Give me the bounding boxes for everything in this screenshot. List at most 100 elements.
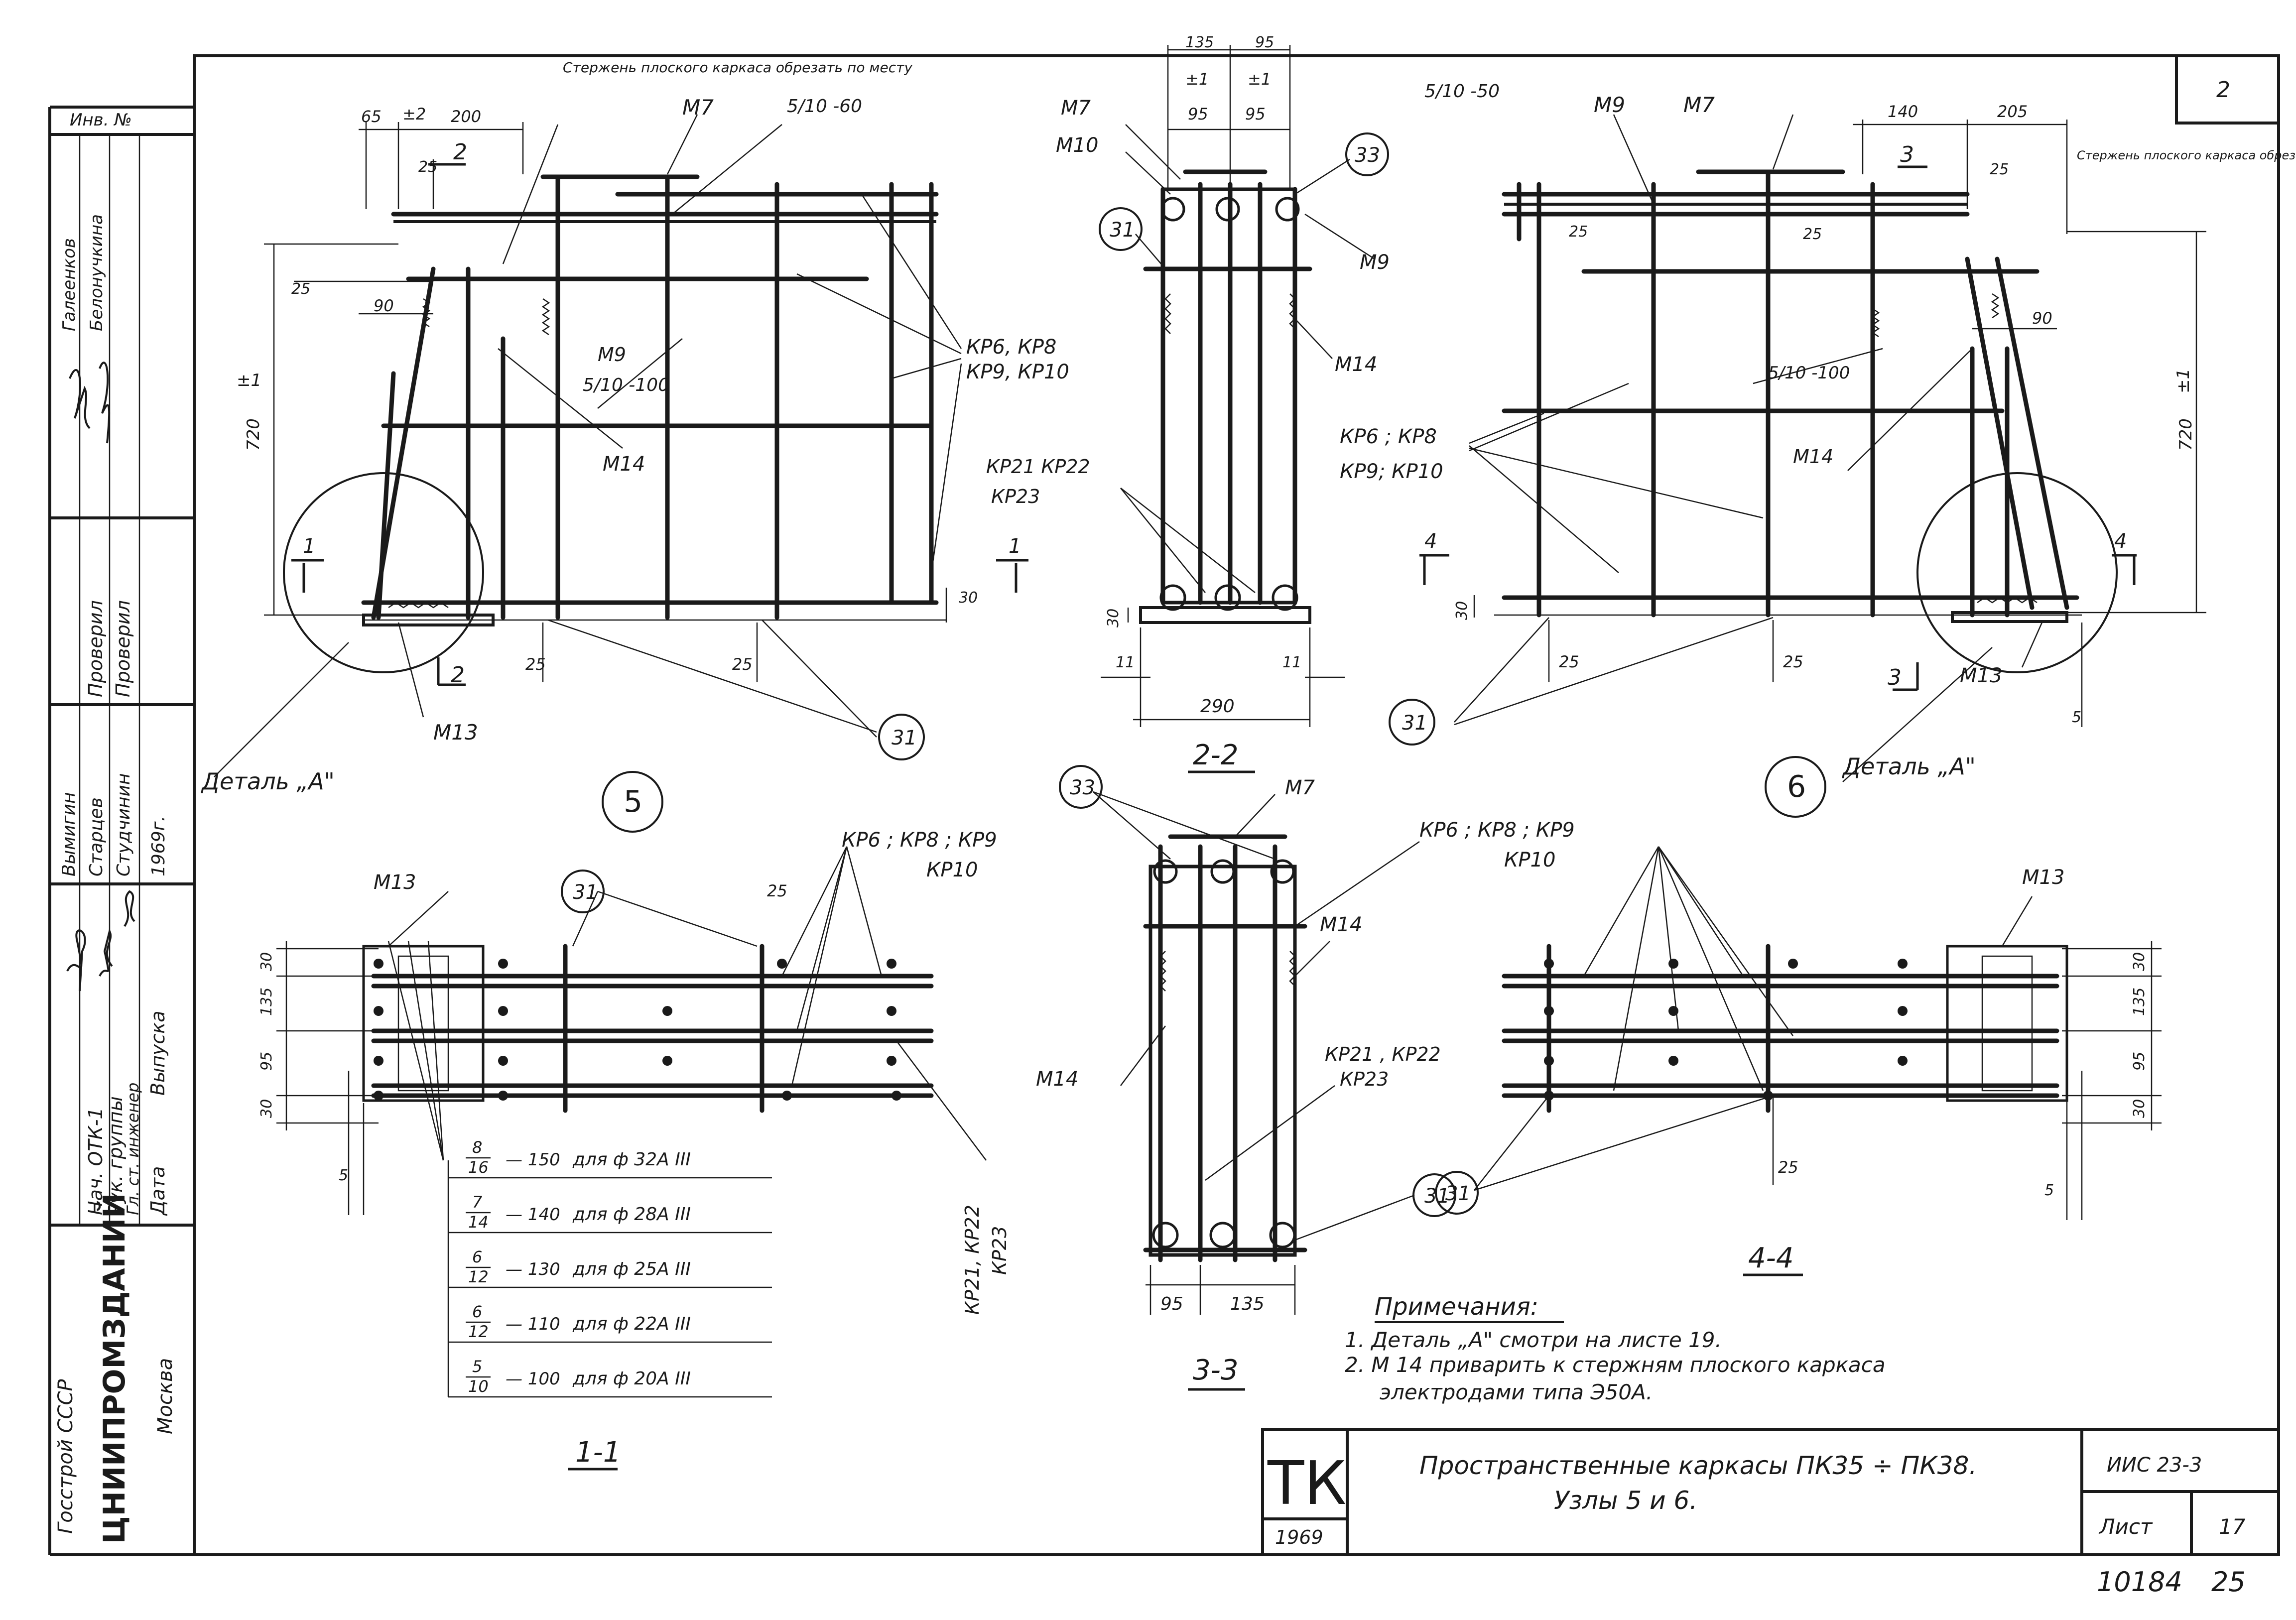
node6-sec3-top: 3 bbox=[1900, 142, 1914, 167]
node6-m7: М7 bbox=[1683, 93, 1715, 117]
node5-pm: ±1 bbox=[237, 371, 261, 390]
sec22-d290: 290 bbox=[1200, 696, 1235, 717]
node5-weld2: 5/10 -100 bbox=[583, 375, 669, 395]
stamp-name-2: Старцев bbox=[86, 797, 107, 876]
note-3: электродами типа Э50А. bbox=[1380, 1380, 1653, 1404]
sec33-label: 3-3 bbox=[1193, 1354, 1238, 1386]
sec22-m7: М7 bbox=[1061, 97, 1091, 120]
notes: Примечания: 1. Деталь „А" смотри на лист… bbox=[1345, 1293, 1886, 1404]
sec22-d95a: 95 bbox=[1255, 34, 1274, 51]
sec11-kr-d: КР23 bbox=[989, 1226, 1011, 1275]
weld-row-1-num: 8 bbox=[472, 1138, 482, 1157]
sec44-d95: 95 bbox=[2131, 1052, 2148, 1071]
weld-row-1-text: для ф 32А III bbox=[572, 1149, 691, 1170]
sec22-pm1: ±1 bbox=[1185, 70, 1209, 89]
stamp-org-2: ЦНИИПРОМЗДАНИЙ bbox=[96, 1193, 132, 1544]
node5-sec2-top: 2 bbox=[453, 139, 467, 165]
node6-m9: М9 bbox=[1594, 93, 1625, 117]
node6-number: 6 bbox=[1787, 769, 1806, 804]
sec22-m9: М9 bbox=[1360, 251, 1390, 274]
weld-row-3-len: — 130 bbox=[506, 1259, 560, 1279]
node5-d25a: 25 bbox=[418, 158, 437, 176]
sec11-kr-b: КР10 bbox=[926, 859, 978, 881]
sec22-d95c: 95 bbox=[1245, 105, 1266, 124]
section-4-4-dots bbox=[1544, 959, 1908, 1101]
stamp-name-1: Вымигин bbox=[59, 792, 79, 876]
sec33-kr-d: КР23 bbox=[1340, 1068, 1389, 1090]
section-1-1: 8 16 — 150 для ф 32А III 7 14 — 140 для … bbox=[258, 829, 1011, 1471]
stamp-check-1: Проверил bbox=[85, 600, 107, 697]
sec22-d30: 30 bbox=[1105, 609, 1122, 627]
stamp-name-3: Студчинин bbox=[114, 773, 134, 876]
node5-detail-label: Деталь „А" bbox=[201, 768, 335, 795]
sec22-c33: 33 bbox=[1355, 144, 1380, 167]
node5-d65: 65 bbox=[361, 107, 382, 126]
node5-sec1-right: 1 bbox=[1009, 535, 1021, 558]
sec44-m13: М13 bbox=[2022, 866, 2064, 889]
weld-row-2-text: для ф 28А III bbox=[572, 1204, 691, 1225]
node5-m14: М14 bbox=[603, 453, 645, 476]
stamp-check-2: Проверил bbox=[112, 600, 134, 697]
sec11-d95: 95 bbox=[258, 1052, 275, 1071]
node6-d25d: 25 bbox=[1559, 652, 1579, 671]
doc-suffix: 25 bbox=[2211, 1566, 2246, 1598]
sec44-d5: 5 bbox=[2044, 1182, 2054, 1199]
note-2: 2. М 14 приварить к стержням плоского ка… bbox=[1345, 1353, 1886, 1377]
sheet-title: Пространственные каркасы ПК35 ÷ ПК38. bbox=[1419, 1451, 1977, 1480]
weld-row-4-text: для ф 22А III bbox=[572, 1314, 691, 1334]
node5-pm2: ±2 bbox=[402, 105, 426, 124]
node5-kr-a: КР6, КР8 bbox=[966, 336, 1056, 359]
sec11-d30b: 30 bbox=[258, 1099, 275, 1118]
side-stamp: Инв. № Нач. ОТК-1 Рук. группы Гл. ст. ин… bbox=[50, 110, 194, 1544]
sec11-m13: М13 bbox=[374, 871, 416, 894]
node5-note-trim: Стержень плоского каркаса обрезать по ме… bbox=[563, 59, 912, 76]
sec11-d25: 25 bbox=[767, 881, 787, 900]
weld-row-5-len: — 100 bbox=[506, 1369, 560, 1389]
section-2-2: 135 95 ±1 ±1 95 95 М7 М10 М9 М14 33 31 К… bbox=[986, 34, 1390, 773]
section-4-4: М13 31 25 30 135 95 30 5 4-4 bbox=[1435, 846, 2162, 1276]
sec11-label: 1-1 bbox=[575, 1436, 621, 1469]
title-block: ТК 1969 Пространственные каркасы ПК35 ÷ … bbox=[1261, 77, 2280, 1598]
section-1-1-dots bbox=[374, 959, 901, 1101]
stamp-check-name-2: Белонучкина bbox=[87, 214, 107, 331]
node5-number: 5 bbox=[624, 784, 642, 819]
node5-kr-b: КР9, КР10 bbox=[966, 361, 1069, 383]
weld-row-3-den: 12 bbox=[468, 1267, 489, 1286]
sec33-m14b: М14 bbox=[1036, 1068, 1078, 1091]
sec33-m7: М7 bbox=[1285, 776, 1315, 799]
sec11-c31: 31 bbox=[573, 881, 598, 904]
sec33-m14a: М14 bbox=[1320, 913, 1362, 936]
series-code: ИИС 23-3 bbox=[2107, 1454, 2202, 1477]
node5-c31: 31 bbox=[892, 727, 917, 749]
sec11-kr-a: КР6 ; КР8 ; КР9 bbox=[842, 829, 997, 852]
sec22-d135: 135 bbox=[1185, 34, 1214, 51]
sec44-d25: 25 bbox=[1778, 1158, 1798, 1177]
weld-row-3-text: для ф 25А III bbox=[572, 1259, 691, 1279]
node5-d720: 720 bbox=[244, 418, 263, 451]
sec22-kr-a: КР21 КР22 bbox=[986, 456, 1090, 478]
stamp-date-value: 1969г. bbox=[148, 816, 169, 876]
node6-d5: 5 bbox=[2072, 709, 2081, 726]
node5-m9: М9 bbox=[598, 344, 626, 366]
weld-row-1-den: 16 bbox=[468, 1158, 489, 1177]
note-1: 1. Деталь „А" смотри на листе 19. bbox=[1345, 1328, 1722, 1352]
node6-sec4-left: 4 bbox=[1424, 530, 1437, 553]
node6-detail-label: Деталь „А" bbox=[1842, 753, 1976, 780]
sec44-d30b: 30 bbox=[2131, 1099, 2148, 1118]
weld-row-4-den: 12 bbox=[468, 1322, 489, 1341]
sec22-kr-b: КР23 bbox=[991, 486, 1040, 507]
stamp-role-2: Рук. группы bbox=[105, 1096, 127, 1215]
sec44-d30a: 30 bbox=[2131, 952, 2148, 971]
sec44-c31: 31 bbox=[1445, 1182, 1471, 1205]
sheet-subtitle: Узлы 5 и 6. bbox=[1554, 1486, 1697, 1515]
sheet-frame bbox=[48, 54, 2280, 1556]
notes-heading: Примечания: bbox=[1375, 1293, 1538, 1321]
node5-d30: 30 bbox=[959, 589, 978, 607]
node6-c31: 31 bbox=[1402, 712, 1427, 735]
sec33-kr-a: КР6 ; КР8 ; КР9 bbox=[1419, 819, 1575, 842]
weld-row-1-len: — 150 bbox=[506, 1150, 560, 1170]
sec33-d135: 135 bbox=[1230, 1294, 1265, 1314]
stamp-role-1: Нач. ОТК-1 bbox=[85, 1108, 107, 1215]
weld-row-2-len: — 140 bbox=[506, 1205, 560, 1225]
